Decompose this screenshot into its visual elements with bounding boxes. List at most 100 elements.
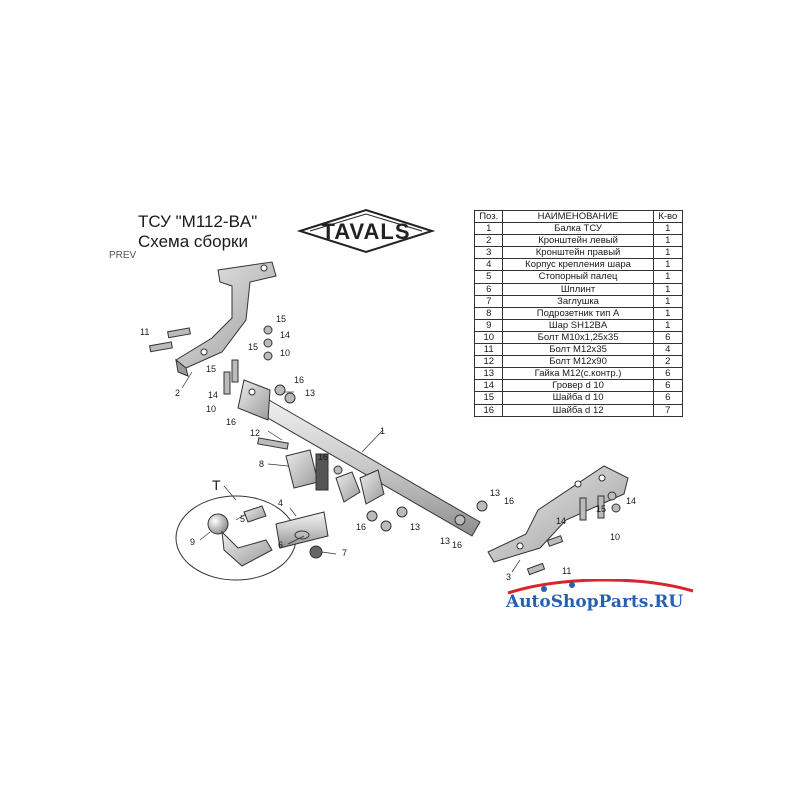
position-cell: 10	[473, 330, 504, 345]
callout-10a: 10	[280, 348, 290, 358]
quantity-cell: 1	[652, 246, 684, 260]
watermark-swoosh-icon	[507, 579, 694, 595]
quantity-cell: 4	[652, 343, 684, 357]
name-cell: Шплинт	[502, 282, 654, 296]
callout-16e: 16	[452, 540, 462, 550]
callout-4: 4	[278, 498, 283, 508]
center-mount-plates	[335, 469, 385, 505]
title-subtitle: Схема сборки	[138, 232, 248, 251]
callout-11b: 11	[562, 566, 571, 576]
main-beam	[237, 379, 481, 537]
position-cell: 4	[473, 258, 504, 272]
quantity-cell: 6	[652, 391, 684, 405]
quantity-cell: 1	[652, 306, 684, 320]
position-cell: 8	[473, 306, 504, 320]
position-cell: 14	[473, 379, 504, 393]
callout-15a: 15	[276, 314, 286, 324]
callout-8: 8	[259, 459, 264, 469]
callout-16c: 16	[318, 452, 328, 462]
leader-lines	[181, 371, 521, 573]
position-cell: 5	[473, 270, 504, 284]
callout-14d: 14	[626, 496, 636, 506]
quantity-cell: 2	[652, 355, 684, 369]
quantity-cell: 1	[652, 294, 684, 308]
quantity-cell: 6	[652, 330, 684, 345]
callout-14a: 14	[280, 330, 290, 340]
title-model: ТСУ "M112-BA"	[138, 212, 258, 231]
name-cell: Болт М10х1,25х35	[502, 330, 654, 345]
header-name: НАИМЕНОВАНИЕ	[502, 209, 654, 224]
right-bracket	[487, 465, 629, 563]
name-cell: Балка ТСУ	[502, 222, 654, 236]
callout-13a: 13	[305, 388, 315, 398]
position-cell: 13	[473, 367, 504, 381]
tow-ball-group	[175, 495, 329, 581]
callout-labels: 1 2 3 4 5 6 7 8 9 T 10 10 10 11 11 12 13…	[140, 314, 636, 582]
callout-16a: 16	[294, 375, 304, 385]
position-cell: 15	[473, 391, 504, 405]
position-cell: 6	[473, 282, 504, 296]
diagram-title: ТСУ "M112-BA" Схема сборки	[138, 212, 257, 252]
header-position: Поз.	[473, 209, 504, 224]
callout-3: 3	[506, 572, 511, 582]
name-cell: Шайба d 10	[502, 391, 654, 405]
callout-16f: 16	[504, 496, 514, 506]
callout-14b: 14	[208, 390, 218, 400]
quantity-cell: 7	[652, 403, 684, 417]
name-cell: Кронштейн правый	[502, 246, 654, 260]
callout-14c: 14	[556, 516, 566, 526]
callout-12: 12	[250, 428, 260, 438]
callout-11a: 11	[140, 327, 149, 337]
name-cell: Подрозетник тип А	[502, 306, 654, 320]
callout-5: 5	[240, 514, 245, 524]
parts-table-header: Поз. НАИМЕНОВАНИЕ К-во	[473, 209, 684, 224]
position-cell: 16	[473, 403, 504, 417]
position-cell: 12	[473, 355, 504, 369]
quantity-cell: 1	[652, 270, 684, 284]
left-bracket	[175, 261, 277, 377]
fasteners	[149, 325, 621, 576]
quantity-cell: 1	[652, 234, 684, 248]
socket-plate	[285, 449, 329, 491]
quantity-cell: 6	[652, 367, 684, 381]
callout-15d: 15	[596, 504, 606, 514]
callout-7: 7	[342, 548, 347, 558]
callout-15b: 15	[206, 364, 216, 374]
watermark-text: AutoShopParts.RU	[506, 592, 684, 612]
logo-wordmark: TAVALS	[321, 219, 410, 244]
quantity-cell: 1	[652, 222, 684, 236]
name-cell: Болт М12х90	[502, 355, 654, 369]
position-cell: 2	[473, 234, 504, 248]
callout-13b: 13	[410, 522, 420, 532]
callout-10c: 10	[610, 532, 620, 542]
position-cell: 1	[473, 222, 504, 236]
tavals-logo: TAVALS	[296, 208, 436, 254]
prev-label: PREV	[109, 250, 137, 261]
name-cell: Болт М12х35	[502, 343, 654, 357]
name-cell: Гайка М12(с.контр.)	[502, 367, 654, 381]
callout-6: 6	[278, 540, 283, 550]
callout-9: 9	[190, 537, 195, 547]
callout-1: 1	[380, 426, 385, 436]
quantity-cell: 1	[652, 258, 684, 272]
quantity-cell: 1	[652, 282, 684, 296]
quantity-cell: 6	[652, 379, 684, 393]
position-cell: 11	[473, 343, 504, 357]
callout-16d: 16	[356, 522, 366, 532]
